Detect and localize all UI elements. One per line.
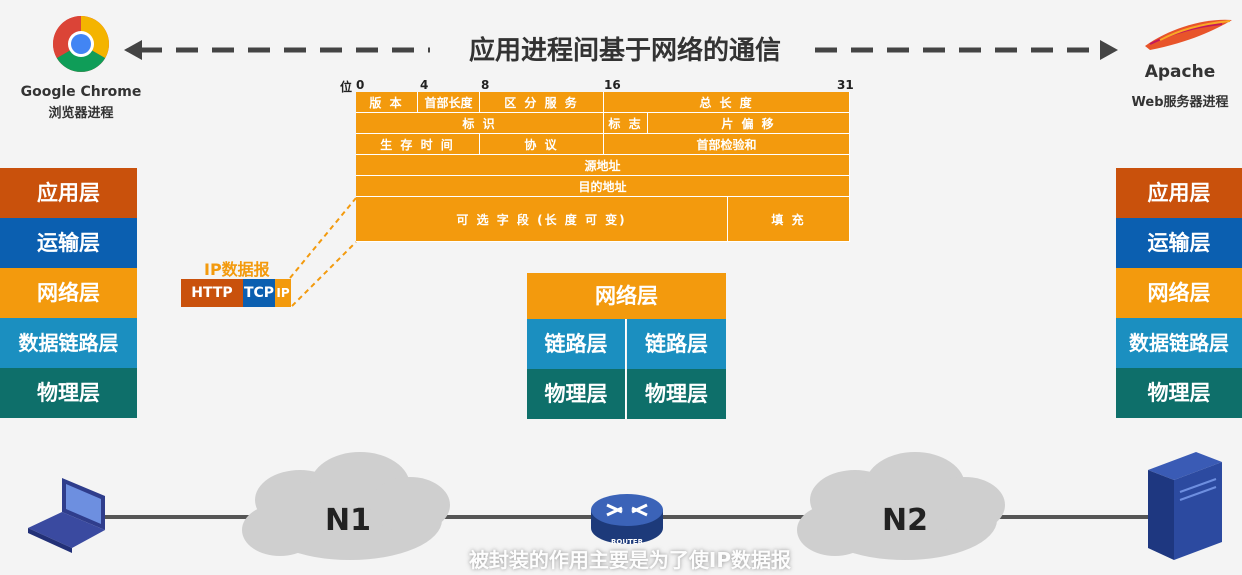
server-icon: [1148, 452, 1222, 560]
router-icon: ROUTER: [591, 494, 663, 546]
field-version: 版 本: [356, 92, 418, 113]
field-tos: 区 分 服 务: [480, 92, 604, 113]
field-ihl: 首部长度: [418, 92, 480, 113]
cloud-n1: [242, 452, 450, 560]
router-layer-network: 网络层: [527, 273, 726, 319]
right-app-sub: Web服务器进程: [1131, 95, 1229, 110]
bit-31: 31: [837, 78, 854, 92]
field-padding: 填 充: [728, 197, 850, 242]
left-app-name: Google Chrome: [20, 84, 142, 100]
field-checksum: 首部检验和: [604, 134, 850, 155]
router-layer-physical-right: 物理层: [627, 369, 726, 419]
communication-arrow: [124, 40, 1118, 60]
right-app-name: Apache: [1144, 62, 1216, 82]
router-label: ROUTER: [611, 538, 644, 546]
bit-prefix: 位: [340, 80, 353, 94]
bit-0: 0: [356, 78, 365, 92]
zoom-line-bottom: [291, 241, 357, 307]
field-ttl: 生 存 时 间: [356, 134, 480, 155]
left-app-sub: 浏览器进程: [48, 106, 114, 121]
field-protocol: 协 议: [480, 134, 604, 155]
router-layer-link-left: 链路层: [527, 319, 626, 369]
right-layer-datalink: 数据链路层: [1116, 318, 1242, 368]
bit-16: 16: [604, 78, 621, 92]
field-flags: 标 志: [604, 113, 648, 134]
packet-tcp: TCP: [243, 279, 275, 307]
packet-ip: IP: [275, 279, 291, 307]
apache-feather-icon: [1145, 19, 1232, 50]
cloud-n2: [797, 452, 1005, 560]
arrow-right-head: [1100, 40, 1118, 60]
router-layer-physical-left: 物理层: [527, 369, 626, 419]
page-title: 应用进程间基于网络的通信: [468, 36, 781, 66]
left-layer-physical: 物理层: [0, 368, 137, 418]
left-layer-network: 网络层: [0, 268, 137, 318]
field-options: 可 选 字 段 (长 度 可 变): [356, 197, 728, 242]
cloud-n2-label: N2: [882, 503, 928, 538]
right-layer-transport: 运输层: [1116, 218, 1242, 268]
ip-datagram-label: IP数据报: [204, 260, 270, 279]
bit-8: 8: [481, 78, 490, 92]
field-identification: 标 识: [356, 113, 604, 134]
video-subtitle: 被封装的作用主要是为了使IP数据报: [468, 548, 792, 572]
cloud-n1-label: N1: [325, 503, 371, 538]
left-layer-transport: 运输层: [0, 218, 137, 268]
left-layer-application: 应用层: [0, 168, 137, 218]
field-fragment-offset: 片 偏 移: [648, 113, 850, 134]
router-layer-link-right: 链路层: [627, 319, 726, 369]
arrow-left-head: [124, 40, 142, 60]
field-source-address: 源地址: [356, 155, 850, 176]
right-layer-application: 应用层: [1116, 168, 1242, 218]
laptop-icon: [28, 478, 105, 553]
field-destination-address: 目的地址: [356, 176, 850, 197]
bit-4: 4: [420, 78, 429, 92]
left-layer-datalink: 数据链路层: [0, 318, 137, 368]
zoom-line-top: [289, 197, 357, 279]
field-total-length: 总 长 度: [604, 92, 850, 113]
chrome-icon: [53, 16, 109, 72]
right-layer-physical: 物理层: [1116, 368, 1242, 418]
right-layer-network: 网络层: [1116, 268, 1242, 318]
packet-http: HTTP: [181, 279, 243, 307]
